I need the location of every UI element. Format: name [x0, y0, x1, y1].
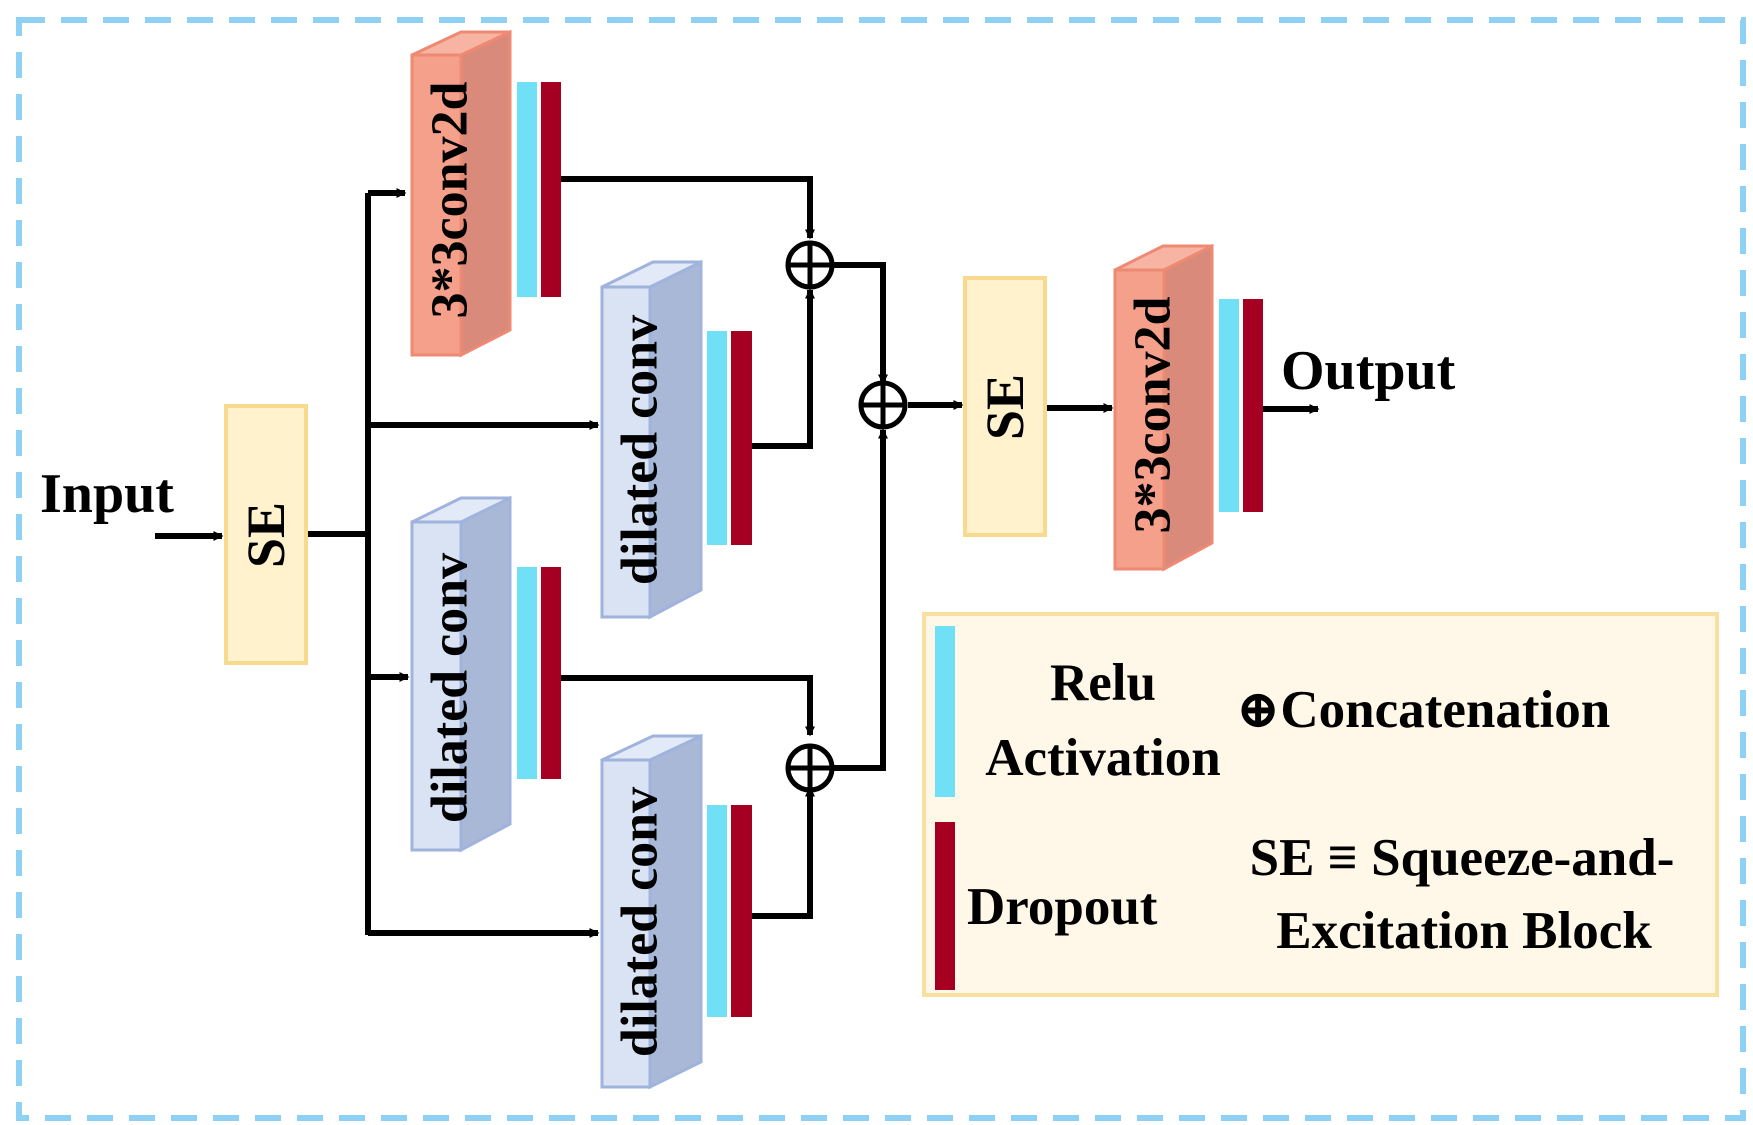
block-front-face	[600, 758, 652, 1089]
dilated-label: dilated conv	[612, 315, 669, 585]
concat1-to-concat3-line	[833, 262, 888, 385]
input-label: Input	[40, 463, 174, 525]
relu-bar	[517, 567, 537, 779]
block-front-face	[1113, 268, 1166, 571]
dropout-bar	[541, 82, 561, 297]
dropout-bar	[1243, 299, 1263, 512]
dilated-block-a: dilated conv	[600, 259, 703, 620]
dilated-c-to-concat2-line	[752, 786, 815, 919]
concat2-to-concat3-line	[833, 428, 888, 771]
legend-dropout-swatch	[935, 822, 955, 990]
dropout-bar	[541, 567, 561, 779]
relu-bar	[517, 82, 537, 297]
dilated-a-to-concat1-line	[752, 288, 815, 449]
se-block-input: SE	[224, 404, 308, 665]
dilated-label: dilated conv	[422, 553, 479, 823]
legend-dropout: Dropout	[967, 878, 1158, 936]
se-label: SE	[975, 374, 1035, 440]
se-block-output: SE	[963, 276, 1047, 537]
dropout-bar	[731, 805, 752, 1017]
connectors	[155, 176, 1320, 938]
se-label: SE	[236, 502, 296, 568]
legend: Relu Activation ⊕Concatenation Dropout S…	[922, 612, 1719, 997]
conv-label: 3*3conv2d	[1125, 296, 1182, 533]
relu-bar	[1219, 299, 1239, 512]
relu-bar	[707, 331, 727, 545]
legend-relu-line1: Relu	[1050, 654, 1156, 712]
concat-node-2	[785, 743, 835, 793]
legend-relu-swatch	[935, 626, 955, 797]
legend-box	[922, 612, 1719, 997]
legend-se-line2: Excitation Block	[1276, 902, 1652, 960]
dropout-bar	[731, 331, 752, 545]
se-box	[963, 276, 1047, 537]
dashed-frame	[16, 17, 1746, 1121]
dilated-b-to-concat2-line	[561, 675, 815, 737]
concat-node-3	[858, 380, 908, 430]
conv-block-top: 3*3conv2d	[410, 29, 512, 358]
dilated-block-c: dilated conv	[600, 733, 703, 1090]
block-front-face	[410, 53, 463, 357]
concat-node-1	[785, 240, 835, 290]
conv-label: 3*3conv2d	[422, 81, 479, 318]
conv-block-final: 3*3conv2d	[1113, 243, 1214, 572]
block-front-face	[410, 520, 463, 852]
dilated-label: dilated conv	[612, 787, 669, 1057]
block-front-face	[600, 285, 652, 619]
legend-concat: ⊕Concatenation	[1236, 681, 1610, 739]
se-box	[224, 404, 308, 665]
relu-bar	[707, 805, 727, 1017]
legend-se-line1: SE ≡ Squeeze-and-	[1250, 829, 1675, 887]
conv-to-concat1-line	[561, 176, 815, 240]
dilated-block-b: dilated conv	[410, 495, 512, 853]
output-label: Output	[1281, 340, 1456, 402]
legend-relu-line2: Activation	[985, 729, 1221, 787]
